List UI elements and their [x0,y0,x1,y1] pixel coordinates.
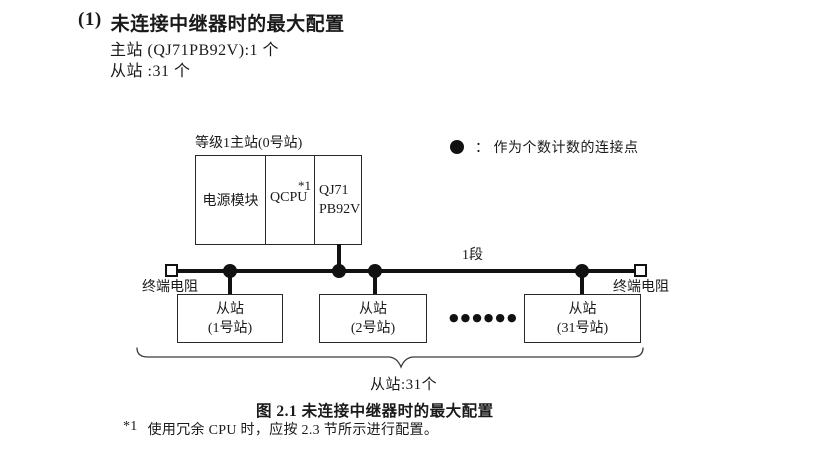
drop-line-slave31 [580,271,584,295]
section-title: 未连接中继器时的最大配置 [110,14,345,35]
legend: ： 作为个数计数的连接点 [450,137,639,157]
terminating-resistor-label-left: 终端电阻 [142,280,198,295]
footnote-ref-mark: *1 [298,178,311,193]
qcpu-cell: *1 QCPU [266,156,315,244]
segment-label: 1段 [462,248,483,263]
master-station-box: 电源模块 *1 QCPU QJ71 PB92V [195,155,362,245]
bus-line [176,269,636,273]
master-count-line: 主站 (QJ71PB92V):1 个 [110,42,280,59]
qj71pb92v-line2: PB92V [319,202,361,217]
slave-station-number: (2号站) [350,320,396,336]
terminating-resistor-icon-left [165,264,178,277]
terminating-resistor-label-right: 终端电阻 [613,280,669,295]
drop-line-slave1 [228,271,232,295]
footnote-text: 使用冗余 CPU 时，应按 2.3 节所示进行配置。 [147,423,439,438]
footnote: *1 使用冗余 CPU 时，应按 2.3 节所示进行配置。 [123,419,438,439]
legend-text: ： 作为个数计数的连接点 [475,141,639,156]
slave-station-number: (31号站) [556,320,609,336]
footnote-mark: *1 [123,419,138,434]
slave-name: 从站 [216,301,244,317]
master-station-label: 等级1主站(0号站) [195,136,303,151]
underbrace [136,347,644,369]
connection-dot-master [332,264,346,278]
qcpu-label: QCPU [270,190,308,205]
slave-total-label: 从站:31个 [370,377,438,393]
slave-count-line: 从站 :31 个 [110,63,191,80]
qj71pb92v-line1: QJ71 [319,183,349,198]
connection-dot-icon [450,140,464,154]
drop-line-master [337,244,341,271]
slave-station-number: (1号站) [207,320,253,336]
terminating-resistor-icon-right [634,264,647,277]
section-number: (1) [78,9,102,30]
slave-station-box-2: 从站 (2号站) [319,294,427,343]
continuation-dots: ●●●●●● [449,311,519,324]
slave-name: 从站 [568,301,597,317]
slave-station-box-1: 从站 (1号站) [177,294,283,343]
power-module-cell: 电源模块 [196,156,266,244]
section-heading: (1) 未连接中继器时的最大配置 [78,9,345,36]
slave-station-box-31: 从站 (31号站) [524,294,641,343]
figure-caption: 图 2.1 未连接中继器时的最大配置 [256,403,494,420]
qj71pb92v-cell: QJ71 PB92V [315,156,361,244]
slave-name: 从站 [359,301,387,317]
drop-line-slave2 [373,271,377,295]
